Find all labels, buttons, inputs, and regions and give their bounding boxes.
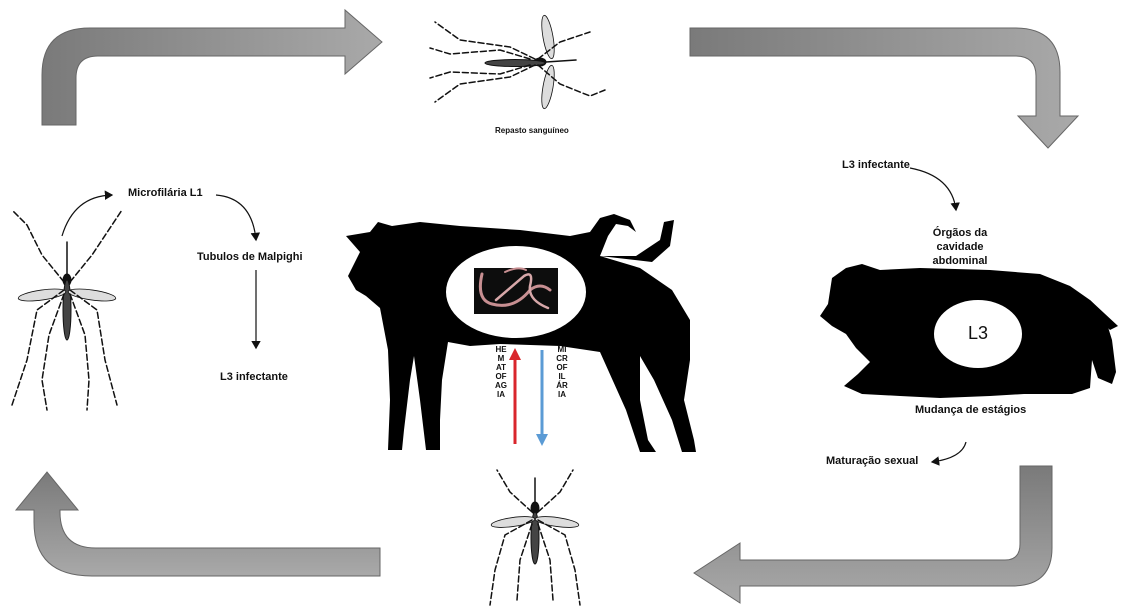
mosquito-bottom-icon <box>490 470 580 605</box>
label-l3-infective-right: L3 infectante <box>842 159 910 171</box>
cycle-arrow-top-left <box>42 10 382 125</box>
microfilaria-arrow <box>536 350 548 446</box>
hematophagy-arrow <box>509 348 521 444</box>
label-l3-infective-left: L3 infectante <box>220 371 288 383</box>
label-l3-badge: L3 <box>942 323 1014 344</box>
mosquito-left-icon <box>12 210 122 410</box>
label-stage-change: Mudança de estágios <box>915 404 1026 416</box>
label-sexual-maturation: Maturação sexual <box>826 455 918 467</box>
arrow-to-microfilaria <box>62 195 112 236</box>
label-hematophagy-vertical: HEMATOFAGIA <box>495 345 507 399</box>
label-blood-meal: Repasto sanguíneo <box>495 126 569 135</box>
cycle-arrow-bottom-left <box>16 472 380 576</box>
cycle-arrow-top-right <box>690 28 1078 148</box>
label-malpighian-tubules: Tubulos de Malpighi <box>197 251 303 263</box>
label-microfilaria-l1: Microfilária L1 <box>128 187 203 199</box>
cycle-arrow-bottom-right <box>694 466 1052 603</box>
label-abdominal-organs: Órgãos da cavidade abdominal <box>910 226 1010 268</box>
arrow-to-malpighi <box>216 195 256 240</box>
label-microfilaria-vertical: MICROFILÁRIA <box>556 345 568 399</box>
arrow-to-maturation <box>932 442 966 462</box>
arrow-to-abdominal-organs <box>910 168 956 210</box>
worm-window <box>446 246 586 338</box>
mosquito-top-icon <box>430 14 605 109</box>
